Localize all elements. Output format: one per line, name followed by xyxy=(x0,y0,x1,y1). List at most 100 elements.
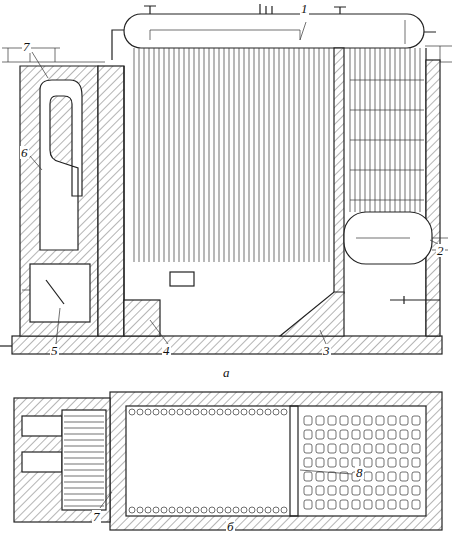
tube-section xyxy=(225,507,231,513)
boiler-tube xyxy=(174,48,175,262)
ground-line xyxy=(0,345,12,346)
tube-section xyxy=(129,409,135,415)
convection-tube-row xyxy=(412,416,420,425)
convection-tube-row xyxy=(364,472,372,481)
boiler-tube xyxy=(169,48,170,262)
tube-section xyxy=(281,409,287,415)
baffle xyxy=(350,110,424,111)
convection-tube-row xyxy=(304,444,312,453)
convection-tube-row xyxy=(412,458,420,467)
plan-view xyxy=(14,392,442,530)
drum-internals xyxy=(150,20,405,44)
convection-tube-row xyxy=(328,430,336,439)
convection-tube-row xyxy=(352,416,360,425)
partition-plan xyxy=(290,406,298,516)
grate-lever xyxy=(46,280,64,304)
convection-tube xyxy=(420,48,421,212)
boiler-tube xyxy=(249,48,250,262)
convection-tube-row xyxy=(316,444,324,453)
grate-plan xyxy=(62,410,106,510)
baffle xyxy=(350,170,424,171)
convection-tube-row xyxy=(400,500,408,509)
rear-wall xyxy=(426,60,440,336)
callout-number: 4 xyxy=(162,344,171,357)
tube-section xyxy=(177,507,183,513)
leader-line xyxy=(30,22,438,344)
convection-tube xyxy=(405,48,406,212)
tube-section xyxy=(233,507,239,513)
convection-tube-row xyxy=(364,416,372,425)
convection-tube-row xyxy=(388,430,396,439)
convection-tube-row xyxy=(340,486,348,495)
convection-tube xyxy=(380,48,381,212)
tube-section xyxy=(233,409,239,415)
tube-section xyxy=(153,409,159,415)
grate-bar xyxy=(64,416,104,417)
convection-tube-row xyxy=(412,444,420,453)
convection-tube-row xyxy=(328,472,336,481)
firebox-door xyxy=(30,264,90,322)
boiler-tube xyxy=(264,48,265,262)
tube-section xyxy=(225,409,231,415)
convection-tube-row xyxy=(400,444,408,453)
tube-section xyxy=(185,409,191,415)
convection-tube xyxy=(400,48,401,212)
boiler-tube xyxy=(304,48,305,262)
boiler-tube xyxy=(299,48,300,262)
convection-tube-row xyxy=(412,486,420,495)
inspection-hatch xyxy=(170,272,194,286)
boiler-tube xyxy=(329,48,330,262)
convection-tube-row xyxy=(364,430,372,439)
tube-section xyxy=(273,409,279,415)
boiler-tube xyxy=(314,48,315,262)
boiler-tube xyxy=(214,48,215,262)
furnace-floor xyxy=(124,300,160,336)
callout-number: 2 xyxy=(436,244,445,257)
callout-number: 5 xyxy=(50,344,59,357)
grate-bar xyxy=(64,458,104,459)
tube-section xyxy=(217,507,223,513)
furnace-slope xyxy=(280,292,344,336)
tube-section xyxy=(129,507,135,513)
baffle xyxy=(350,80,424,81)
tube-section xyxy=(161,507,167,513)
convection-tube-row xyxy=(340,430,348,439)
convection-tube-row xyxy=(328,416,336,425)
leader-line xyxy=(100,470,352,508)
convection-tube-row xyxy=(304,472,312,481)
boiler-tube xyxy=(269,48,270,262)
convection-tube-row xyxy=(316,458,324,467)
tube-section xyxy=(145,507,151,513)
tube-section xyxy=(193,507,199,513)
convection-tube-row xyxy=(400,458,408,467)
boiler-tube xyxy=(179,48,180,262)
convection-tube-row xyxy=(364,444,372,453)
convection-tube-row xyxy=(352,430,360,439)
boiler-tube xyxy=(309,48,310,262)
convection-tube-row xyxy=(328,458,336,467)
furnace-plan xyxy=(126,406,426,516)
tube-section xyxy=(201,409,207,415)
brick-wall xyxy=(98,66,124,336)
callout-number: 1 xyxy=(300,2,309,15)
tube-section xyxy=(209,507,215,513)
convection-tube-row xyxy=(376,416,384,425)
tube-section xyxy=(257,409,263,415)
boiler-tube xyxy=(319,48,320,262)
grate-bar xyxy=(64,434,104,435)
boiler-tube xyxy=(229,48,230,262)
foundation xyxy=(12,336,442,354)
boiler-tube xyxy=(244,48,245,262)
convection-tube-row xyxy=(400,486,408,495)
convection-tube-row xyxy=(388,416,396,425)
tube-section xyxy=(153,507,159,513)
convection-tube-row xyxy=(304,430,312,439)
convection-tube xyxy=(350,48,351,212)
grate-bar xyxy=(64,446,104,447)
convection-tube-row xyxy=(340,500,348,509)
tube-section xyxy=(169,507,175,513)
convection-tube-row xyxy=(376,500,384,509)
tube-section xyxy=(249,409,255,415)
